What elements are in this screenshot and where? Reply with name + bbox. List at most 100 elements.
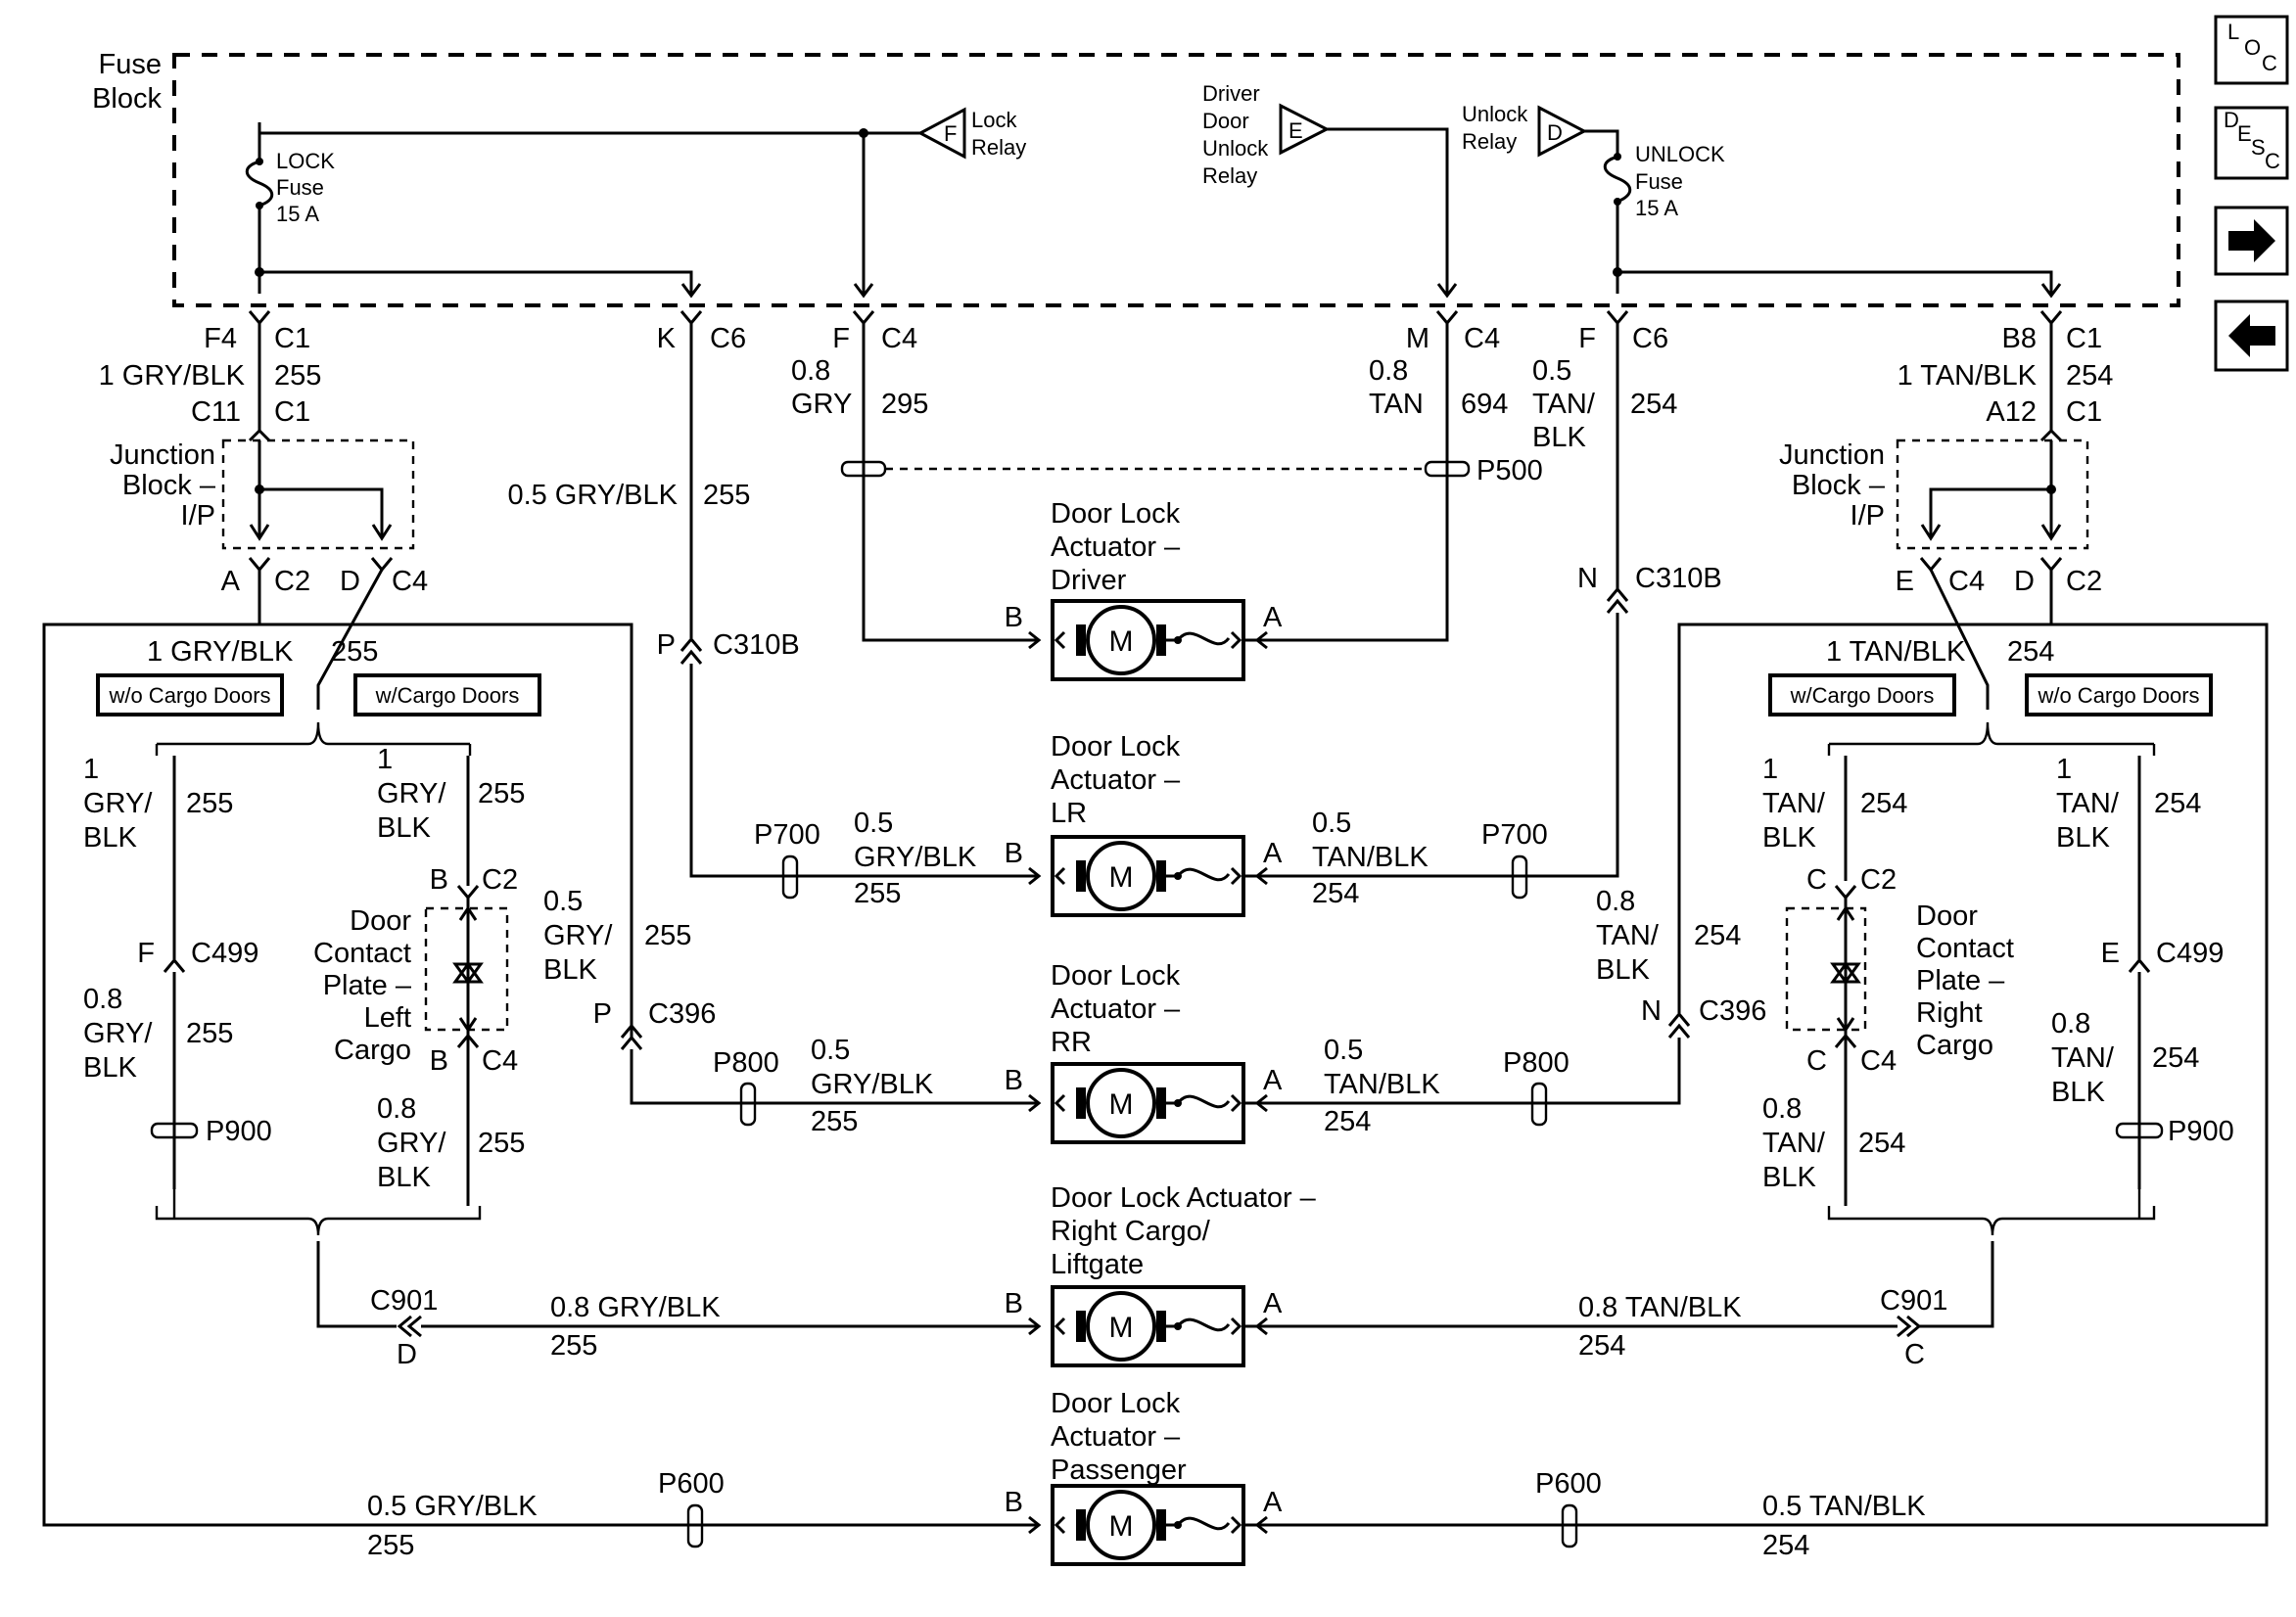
pin-a: A [1263, 1065, 1283, 1096]
motor-icon [1086, 1490, 1156, 1560]
svg-text:Liftgate: Liftgate [1051, 1249, 1144, 1280]
fuse-block-outline [172, 53, 2180, 307]
svg-text:Cargo: Cargo [1916, 1030, 1993, 1061]
svg-text:C4: C4 [392, 566, 428, 597]
pin-b: B [1005, 1065, 1023, 1096]
svg-text:RR: RR [1051, 1027, 1092, 1058]
svg-text:GRY: GRY [791, 389, 852, 420]
svg-text:255: 255 [550, 1330, 597, 1362]
svg-text:255: 255 [478, 778, 525, 809]
svg-text:F: F [832, 323, 850, 354]
motor-label: M [1109, 1312, 1134, 1344]
svg-text:P700: P700 [754, 819, 820, 851]
svg-text:254: 254 [1312, 878, 1359, 909]
svg-text:C4: C4 [1464, 323, 1500, 354]
svg-text:Contact: Contact [313, 938, 411, 969]
motor-brush [1076, 1509, 1086, 1541]
svg-text:1 GRY/BLK: 1 GRY/BLK [147, 636, 294, 668]
option-box-w-cargo-right [1768, 673, 1956, 716]
svg-text:P600: P600 [1535, 1468, 1602, 1500]
motor-icon [1086, 841, 1156, 911]
svg-text:C499: C499 [191, 938, 258, 969]
actuator-driver: Door Lock Actuator – Driver [1051, 498, 1181, 596]
motor-brush [1076, 624, 1086, 656]
svg-text:Junction: Junction [1779, 439, 1885, 471]
loc-button[interactable]: L O C [2214, 15, 2289, 85]
svg-text:15 A: 15 A [1635, 196, 1678, 220]
pin-a: A [1263, 1487, 1283, 1518]
svg-text:N: N [1641, 995, 1662, 1027]
terminal-arrows [1054, 630, 1242, 650]
svg-text:TAN/BLK: TAN/BLK [1324, 1069, 1440, 1100]
svg-text:0.5: 0.5 [1312, 808, 1351, 839]
svg-text:BLK: BLK [83, 822, 137, 854]
svg-text:C1: C1 [2066, 323, 2102, 354]
svg-text:254: 254 [2007, 636, 2054, 668]
motor-icon [1086, 605, 1156, 675]
svg-text:BLK: BLK [1762, 822, 1816, 854]
lock-fuse-label-1: LOCK [276, 149, 335, 173]
svg-text:Block –: Block – [1792, 470, 1886, 501]
svg-text:w/Cargo Doors: w/Cargo Doors [375, 683, 520, 708]
svg-text:0.8: 0.8 [1596, 886, 1635, 917]
terminal-b-arrow [1028, 1317, 1042, 1336]
svg-text:M: M [1406, 323, 1429, 354]
terminal-b-arrow [1028, 1515, 1042, 1535]
svg-text:255: 255 [644, 920, 691, 951]
desc-button[interactable]: D E S C [2214, 106, 2289, 180]
wire-255-passenger [42, 570, 1038, 1527]
svg-text:TAN/: TAN/ [2051, 1042, 2115, 1074]
svg-text:TAN/: TAN/ [2056, 788, 2120, 819]
svg-text:C1: C1 [274, 323, 310, 354]
svg-text:C: C [1806, 864, 1827, 896]
svg-text:F: F [137, 938, 155, 969]
svg-text:0.5: 0.5 [1532, 355, 1571, 387]
pin-a: A [1263, 602, 1283, 633]
svg-text:C2: C2 [2066, 566, 2102, 597]
svg-text:255: 255 [186, 788, 233, 819]
svg-text:BLK: BLK [83, 1052, 137, 1084]
svg-text:254: 254 [1578, 1330, 1625, 1362]
svg-text:0.8: 0.8 [377, 1093, 416, 1125]
svg-text:0.5: 0.5 [854, 808, 893, 839]
svg-text:254: 254 [1858, 1128, 1905, 1159]
svg-text:P800: P800 [713, 1047, 779, 1079]
svg-text:P800: P800 [1503, 1047, 1570, 1079]
motor-brush [1076, 1087, 1086, 1119]
actuator-passenger: Door Lock Actuator – Passenger [1051, 1388, 1187, 1486]
svg-text:TAN/: TAN/ [1532, 389, 1596, 420]
motor-label: M [1109, 625, 1134, 658]
terminal-a-arrow [1254, 1515, 1268, 1535]
unlock-fuse-icon [1603, 155, 1632, 204]
svg-text:GRY/: GRY/ [83, 1018, 153, 1049]
svg-text:Relay: Relay [1462, 129, 1517, 154]
back-button[interactable] [2214, 300, 2289, 372]
svg-text:Right Cargo/: Right Cargo/ [1051, 1216, 1211, 1247]
motor-label: M [1109, 1510, 1134, 1543]
svg-text:0.5 TAN/BLK: 0.5 TAN/BLK [1762, 1491, 1926, 1522]
option-box-wo-cargo-left [96, 673, 284, 716]
unlock-relay-icon [1537, 105, 1588, 158]
svg-text:BLK: BLK [377, 812, 431, 844]
svg-text:0.8: 0.8 [83, 984, 122, 1015]
svg-text:C6: C6 [1632, 323, 1668, 354]
fuse-block-title-2: Block [92, 83, 162, 115]
svg-text:1: 1 [83, 754, 99, 785]
svg-text:P900: P900 [206, 1116, 272, 1147]
forward-button[interactable] [2214, 206, 2289, 276]
svg-text:C4: C4 [1948, 566, 1985, 597]
svg-text:BLK: BLK [1596, 954, 1650, 986]
terminal-b-arrow [1028, 630, 1042, 650]
pin-b: B [1005, 838, 1023, 869]
pin-b: B [1005, 1487, 1023, 1518]
svg-text:C: C [1806, 1045, 1827, 1077]
svg-text:0.5 GRY/BLK: 0.5 GRY/BLK [367, 1491, 538, 1522]
svg-text:C1: C1 [2066, 396, 2102, 428]
terminal-a-arrow [1254, 1093, 1268, 1113]
svg-text:D: D [397, 1339, 417, 1370]
terminal-arrows [1054, 866, 1242, 886]
svg-text:BLK: BLK [377, 1162, 431, 1193]
svg-text:GRY/: GRY/ [543, 920, 613, 951]
svg-text:C2: C2 [274, 566, 310, 597]
